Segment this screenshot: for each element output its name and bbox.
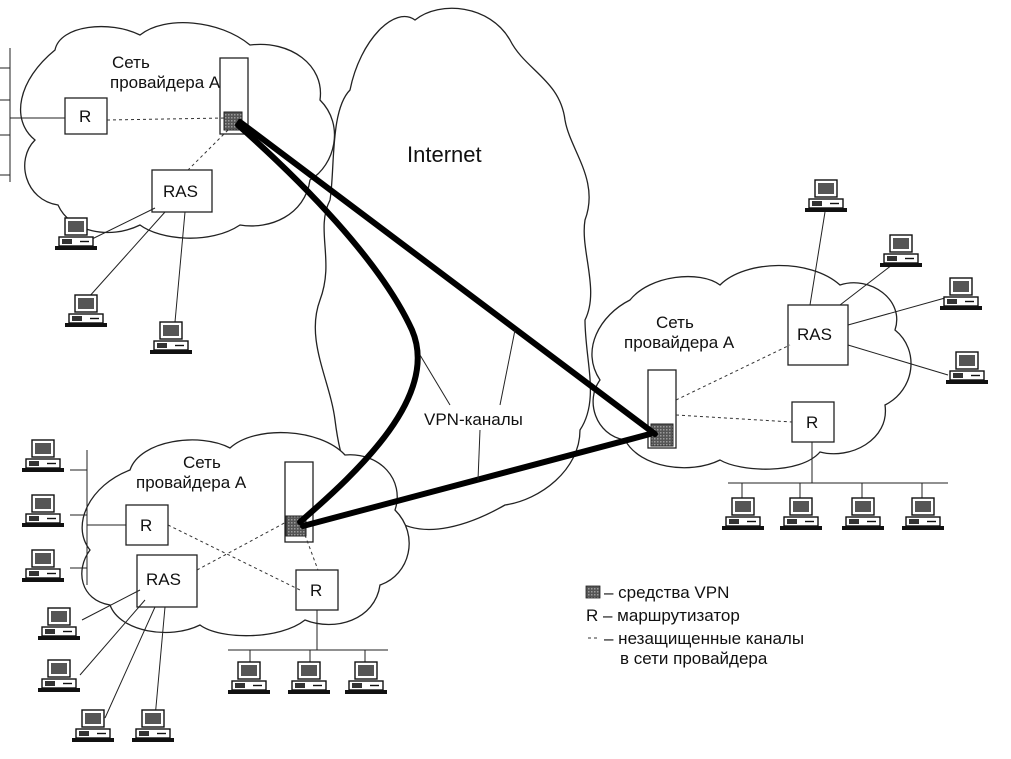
network-title: провайдера А: [110, 73, 221, 92]
unprotected-channel: [304, 534, 319, 571]
unprotected-channel: [675, 414, 793, 423]
vpn-device-icon: [585, 585, 601, 599]
dialup-link: [847, 344, 949, 376]
computer-icon: [939, 277, 983, 311]
network-title: провайдера А: [136, 473, 247, 492]
computer-icon: [64, 294, 108, 328]
dialup-link: [839, 264, 893, 306]
computer-icon: [841, 497, 885, 531]
dialup-link: [87, 211, 166, 299]
legend-router: R – маршрутизатор: [586, 606, 740, 625]
vpn-tunnel: [235, 122, 421, 525]
network-title: провайдера А: [624, 333, 735, 352]
ras-box: [787, 304, 849, 366]
vpn-tunnel: [237, 119, 658, 437]
dialup-link: [104, 606, 156, 719]
router-label: R: [79, 107, 91, 126]
vpn-channels-label: VPN-каналы: [424, 410, 523, 429]
computer-icon: [37, 607, 81, 641]
ras-box: [136, 554, 198, 608]
computer-icon: [804, 179, 848, 213]
label-pointer: [477, 429, 481, 481]
computer-icon: [71, 709, 115, 743]
router-label: R: [310, 581, 322, 600]
computer-icon: [901, 497, 945, 531]
ras-box: [151, 169, 213, 213]
computer-icon: [227, 661, 271, 695]
ras-label: RAS: [163, 182, 198, 201]
computer-icon: [945, 351, 989, 385]
computer-icon: [21, 494, 65, 528]
computer-icon: [287, 661, 331, 695]
dialup-link: [89, 207, 156, 241]
computer-icon: [721, 497, 765, 531]
dialup-link: [154, 606, 166, 719]
legend: – средства VPN R – маршрутизатор – незащ…: [585, 583, 804, 668]
unprotected-channel: [106, 117, 226, 121]
computer-icon: [344, 661, 388, 695]
provider-cloud-top-left: [19, 22, 336, 239]
label-pointer: [419, 354, 451, 406]
legend-vpn-means: – средства VPN: [604, 583, 729, 602]
router-label: R: [140, 516, 152, 535]
ras-label: RAS: [146, 570, 181, 589]
router-box: [295, 569, 339, 611]
router-label: R: [806, 413, 818, 432]
network-title: Сеть: [112, 53, 150, 72]
dialup-link: [79, 599, 146, 676]
computer-icon: [149, 321, 193, 355]
network-title: Сеть: [183, 453, 221, 472]
vpn-tunnel: [300, 431, 653, 529]
dialup-link: [847, 297, 946, 326]
internet-label: Internet: [407, 142, 482, 167]
computer-icon: [21, 439, 65, 473]
legend-unprotected: в сети провайдера: [620, 649, 768, 668]
router-box: [64, 97, 108, 135]
legend-unprotected: – незащищенные каналы: [604, 629, 804, 648]
label-pointer: [499, 329, 516, 406]
computer-icon: [37, 659, 81, 693]
ras-label: RAS: [797, 325, 832, 344]
internet-cloud: [314, 7, 592, 531]
computer-icon: [21, 549, 65, 583]
dialup-link: [81, 589, 141, 621]
computer-icon: [131, 709, 175, 743]
unprotected-channel: [167, 524, 301, 591]
network-title: Сеть: [656, 313, 694, 332]
computer-icon: [779, 497, 823, 531]
dialup-link: [174, 211, 186, 323]
dialup-link: [809, 211, 826, 306]
computer-icon: [879, 234, 923, 268]
